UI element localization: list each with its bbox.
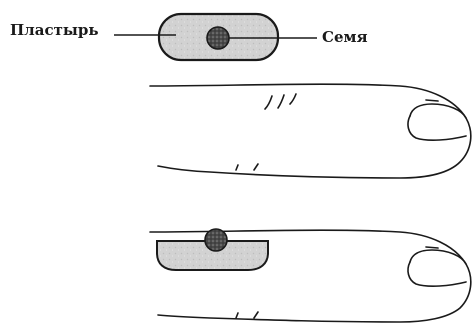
seed-top-view <box>207 27 229 49</box>
seed-applied <box>205 229 227 251</box>
finger-top <box>150 84 471 178</box>
